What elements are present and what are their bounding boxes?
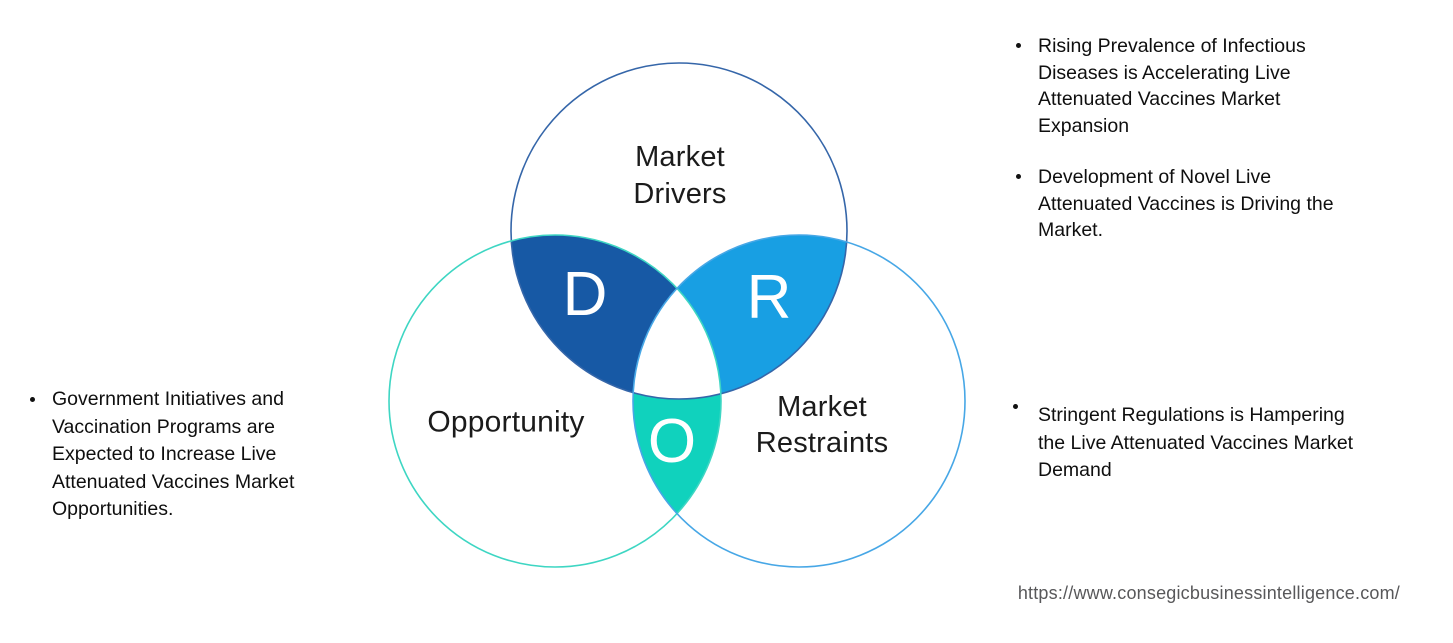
list-item: Government Initiatives and Vaccination P… [30, 386, 385, 524]
bullet-icon [1016, 43, 1021, 48]
bullet-text: Government Initiatives and Vaccination P… [52, 388, 295, 520]
bullet-icon [1013, 404, 1018, 409]
restraints-overlap-letter: R [746, 263, 792, 332]
source-url: https://www.consegicbusinessintelligence… [1017, 583, 1400, 603]
drivers-overlap-letter: D [562, 260, 608, 329]
bullet-text: Rising Prevalence of Infectious Diseases… [1038, 35, 1306, 137]
restraints-overlap-region [633, 235, 847, 399]
bullet-icon [30, 397, 35, 402]
drivers-circle-label: Market Drivers [633, 141, 727, 210]
opportunity-overlap-letter: O [647, 407, 697, 476]
drivers-bullet-list: Rising Prevalence of Infectious Diseases… [1016, 33, 1426, 244]
bullet-icon [1016, 174, 1021, 179]
list-item: Rising Prevalence of Infectious Diseases… [1016, 33, 1426, 139]
bullet-text: Stringent Regulations is Hampering the L… [1038, 404, 1354, 481]
restraints-circle-label: Market Restraints [755, 391, 889, 459]
list-item: Stringent Regulations is Hampering the L… [1013, 402, 1433, 485]
drivers-circle-outline [510, 62, 848, 400]
restraints-circle-outline [632, 234, 966, 568]
restraints-bullet-list: Stringent Regulations is Hampering the L… [1013, 402, 1433, 485]
list-item: Development of Novel Live Attenuated Vac… [1016, 164, 1426, 244]
bullet-text: Development of Novel Live Attenuated Vac… [1038, 166, 1334, 241]
opportunity-circle-outline [388, 234, 722, 568]
drivers-overlap-region [511, 235, 721, 399]
opportunity-circle-label: Opportunity [427, 405, 585, 439]
opportunity-bullet-list: Government Initiatives and Vaccination P… [30, 386, 385, 524]
